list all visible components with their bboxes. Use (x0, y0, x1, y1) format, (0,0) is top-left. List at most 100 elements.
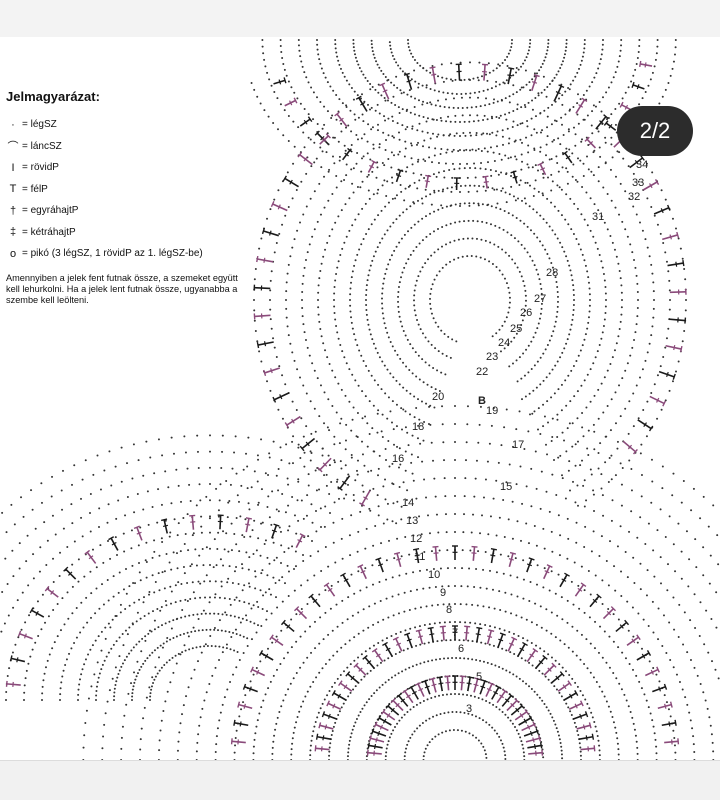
chain-dot (301, 499, 303, 501)
chain-dot (110, 648, 112, 650)
chain-dot (327, 81, 329, 83)
chain-dot (144, 707, 146, 709)
chain-dot (64, 623, 66, 625)
viewer-top-bar (0, 0, 720, 38)
chain-dot (585, 265, 587, 267)
chain-dot (254, 739, 256, 741)
chain-dot (125, 630, 127, 632)
chain-dot (351, 322, 353, 324)
chain-dot (365, 304, 367, 306)
chain-dot (653, 308, 655, 310)
chain-dot (362, 485, 364, 487)
chain-dot (132, 623, 134, 625)
chain-dot (660, 582, 662, 584)
chain-dot (505, 611, 507, 613)
chain-dot (206, 574, 208, 576)
chain-dot (473, 496, 475, 498)
chain-dot (462, 531, 464, 533)
stitch-mark (370, 735, 385, 744)
chain-dot (616, 66, 618, 68)
chain-dot (263, 109, 265, 111)
chain-dot (427, 744, 429, 746)
chain-dot (96, 455, 98, 457)
chain-dot (99, 544, 101, 546)
chain-dot (445, 639, 447, 641)
chain-dot (187, 600, 189, 602)
chain-dot (620, 525, 622, 527)
chain-dot (402, 108, 404, 110)
chain-dot (354, 53, 356, 55)
chain-dot (379, 356, 381, 358)
chain-dot (328, 429, 330, 431)
chain-dot (512, 74, 514, 76)
chain-dot (693, 751, 695, 753)
chain-dot (40, 628, 42, 630)
chain-dot (216, 735, 218, 737)
chain-dot (183, 566, 185, 568)
chain-dot (593, 530, 595, 532)
chain-dot (341, 248, 343, 250)
chain-dot (442, 353, 444, 355)
chain-dot (577, 208, 579, 210)
chain-dot (311, 452, 313, 454)
legend-label: = láncSZ (22, 141, 62, 152)
chain-dot (218, 509, 220, 511)
chain-dot (417, 86, 419, 88)
chain-dot (161, 606, 163, 608)
chain-dot (558, 171, 560, 173)
chain-dot (617, 335, 619, 337)
chain-dot (316, 489, 318, 491)
chain-dot (445, 730, 447, 732)
chain-dot (351, 144, 353, 146)
chain-dot (108, 623, 110, 625)
chain-dot (561, 124, 563, 126)
chain-dot (357, 474, 359, 476)
chain-dot (359, 186, 361, 188)
chain-dot (561, 750, 563, 752)
chain-dot (60, 687, 62, 689)
chain-dot (656, 52, 658, 54)
chain-dot (491, 425, 493, 427)
chain-dot (306, 603, 308, 605)
chain-dot (522, 86, 524, 88)
chain-dot (240, 485, 242, 487)
chain-dot (351, 276, 353, 278)
chain-dot (341, 350, 343, 352)
chain-dot (311, 540, 313, 542)
chain-dot (404, 592, 406, 594)
chain-dot (27, 535, 29, 537)
chain-dot (568, 647, 570, 649)
chain-dot (114, 684, 116, 686)
chain-dot (217, 613, 219, 615)
chain-dot (447, 149, 449, 151)
dot-icon: · (6, 119, 20, 131)
chain-dot (624, 228, 626, 230)
chain-dot (634, 267, 636, 269)
chain-dot (557, 306, 559, 308)
legend-row: †= egyráhajtP (6, 200, 246, 222)
stitch-mark (189, 515, 196, 529)
stitch-mark (440, 626, 447, 640)
row-number: 18 (412, 421, 424, 433)
chain-dot (520, 540, 522, 542)
chain-dot (514, 237, 516, 239)
chain-dot (403, 267, 405, 269)
chain-dot (532, 109, 534, 111)
chain-dot (384, 97, 386, 99)
chain-dot (541, 129, 543, 131)
chain-dot (367, 104, 369, 106)
chain-dot (313, 91, 315, 93)
chain-dot (553, 685, 555, 687)
stitch-mark (552, 85, 564, 102)
chain-dot (357, 94, 359, 96)
chain-dot (290, 86, 292, 88)
chain-dot (338, 260, 340, 262)
chain-dot (597, 350, 599, 352)
chain-dot (401, 555, 403, 557)
chain-dot (636, 63, 638, 65)
chain-dot (551, 436, 553, 438)
chain-dot (591, 124, 593, 126)
chain-dot (196, 750, 198, 752)
chain-dot (364, 416, 366, 418)
